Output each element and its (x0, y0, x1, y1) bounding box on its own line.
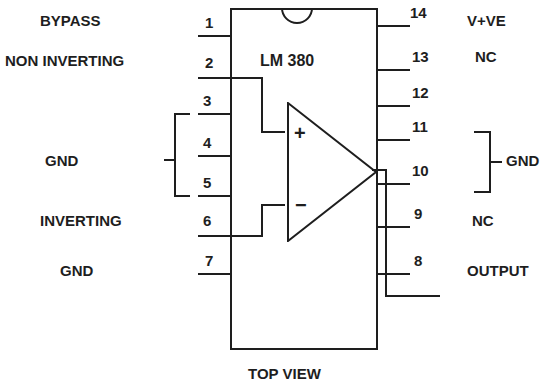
pin-number: 2 (205, 54, 213, 72)
bracket-tick (490, 161, 502, 163)
pin-number: 5 (203, 174, 211, 192)
pin-number: 8 (414, 252, 422, 270)
pin-stub (378, 273, 410, 275)
pin-stub (378, 105, 410, 107)
input-sign: + (294, 122, 306, 145)
pin-stub (198, 195, 230, 197)
pin-stub (198, 273, 230, 275)
pin-number: 12 (412, 84, 429, 102)
ic-package: LM 380+− (230, 8, 378, 350)
pin-stub (378, 25, 410, 27)
output-wire (372, 170, 440, 296)
pin-number: 7 (205, 252, 213, 270)
pin-name: NC (472, 212, 494, 230)
input-sign: − (295, 194, 307, 217)
pin-stub (378, 139, 410, 141)
gnd-bracket (175, 114, 190, 196)
pin-number: 10 (412, 162, 429, 180)
pin-name: BYPASS (40, 12, 101, 30)
pin-stub (378, 69, 410, 71)
pin-name: OUTPUT (467, 262, 529, 280)
inverting-wire (198, 205, 285, 236)
pin-stub (198, 155, 230, 157)
bracket-tick (164, 159, 175, 161)
pin-number: 4 (203, 134, 211, 152)
pin-number: 11 (412, 118, 428, 136)
pin-number: 13 (412, 48, 429, 66)
pin-number: 9 (414, 205, 422, 223)
non-inverting-wire (198, 78, 285, 132)
opamp-triangle: +− (287, 102, 377, 242)
pin-name: GND (45, 152, 78, 170)
pin-stub (198, 113, 230, 115)
pin-stub (198, 35, 230, 37)
pin-number: 3 (203, 92, 211, 110)
pin-name: NC (475, 48, 497, 66)
pin-number: 14 (410, 4, 427, 22)
pin-number: 1 (205, 14, 213, 32)
pin-name: INVERTING (40, 212, 122, 230)
pin-stub (378, 226, 410, 228)
pin-name: GND (60, 262, 93, 280)
pin-stub (378, 183, 410, 185)
part-number: LM 380 (260, 52, 314, 70)
pin-number: 6 (203, 212, 211, 230)
pin-name: NON INVERTING (5, 52, 124, 70)
gnd-bracket (474, 132, 490, 192)
pin-name: V+VE (467, 12, 506, 30)
package-notch (282, 8, 312, 23)
view-caption: TOP VIEW (248, 365, 321, 383)
pin-name: GND (506, 152, 539, 170)
